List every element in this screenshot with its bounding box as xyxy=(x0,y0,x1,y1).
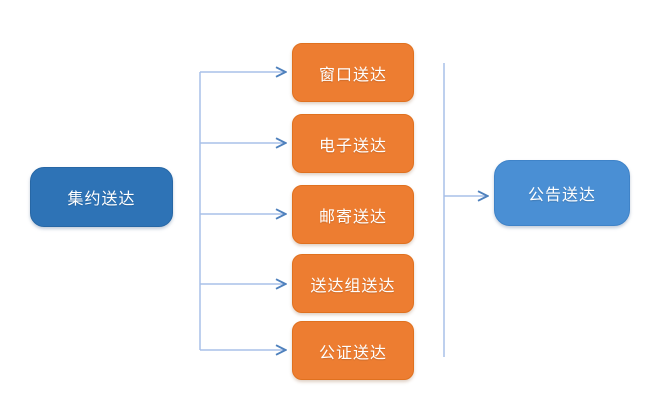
node-method-notarized: 公证送达 xyxy=(292,321,414,380)
node-method-label: 公证送达 xyxy=(318,344,387,362)
node-fallback-label: 公告送达 xyxy=(527,187,596,204)
node-method-mail: 邮寄送达 xyxy=(292,185,414,244)
node-fallback: 公告送达 xyxy=(494,160,630,226)
node-method-label: 邮寄送达 xyxy=(318,208,387,226)
node-method-window: 窗口送达 xyxy=(292,43,414,102)
node-method-label: 送达组送达 xyxy=(310,277,396,295)
node-method-label: 电子送达 xyxy=(318,137,387,155)
node-method-label: 窗口送达 xyxy=(318,66,387,84)
node-source: 集约送达 xyxy=(30,167,173,227)
node-source-label: 集约送达 xyxy=(67,191,136,208)
node-method-electronic: 电子送达 xyxy=(292,114,414,173)
node-method-delivery-group: 送达组送达 xyxy=(292,254,414,313)
